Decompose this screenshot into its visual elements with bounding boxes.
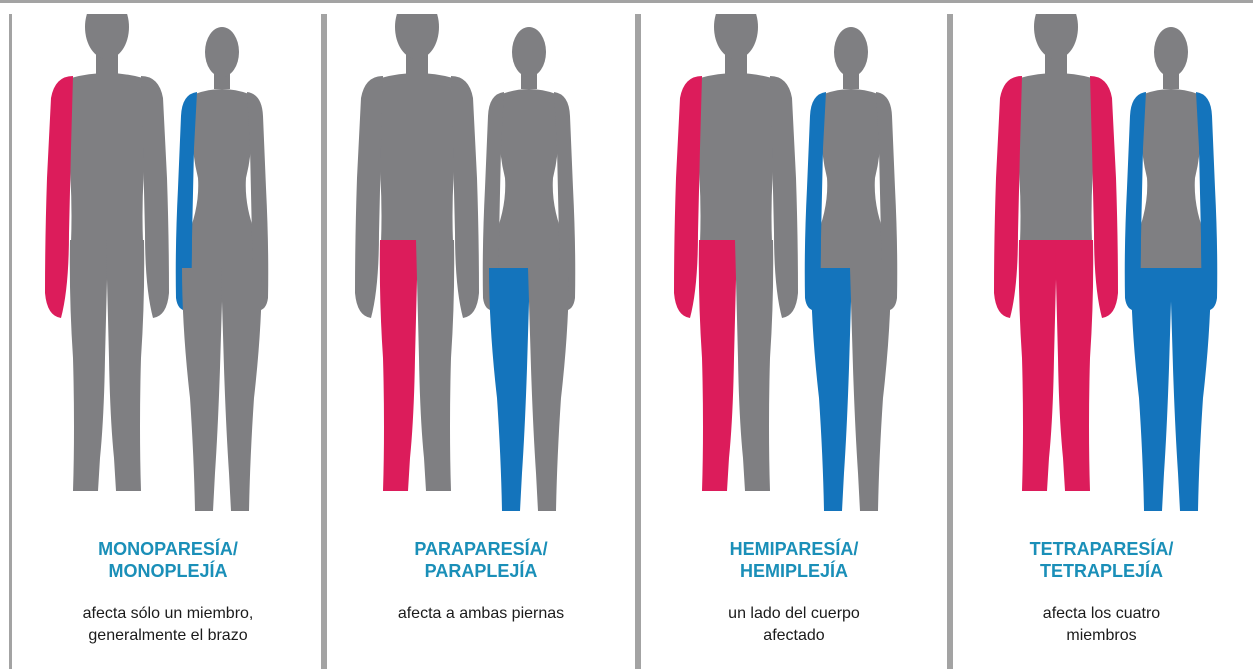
male-right-arm	[674, 76, 702, 318]
female-right-leg	[1131, 268, 1172, 511]
male-right-arm	[994, 76, 1022, 318]
panel-description: un lado del cuerpo afectado	[638, 603, 950, 647]
panel-title: MONOPARESÍA/ MONOPLEJÍA	[12, 538, 324, 582]
female-head	[512, 27, 546, 77]
male-left-arm	[141, 76, 169, 318]
title-line-1: PARAPARESÍA/	[324, 538, 638, 560]
female-left-leg	[528, 268, 569, 511]
panel-monoparesia: MONOPARESÍA/ MONOPLEJÍA afecta sólo un m…	[9, 14, 327, 669]
desc-line-1: afecta los cuatro	[950, 603, 1253, 625]
female-figure	[483, 27, 576, 511]
female-right-leg	[182, 268, 223, 511]
female-right-leg	[811, 268, 852, 511]
male-head	[1034, 14, 1078, 59]
male-right-leg	[1019, 240, 1057, 491]
male-head	[714, 14, 758, 59]
male-left-arm	[1090, 76, 1118, 318]
male-right-leg	[699, 240, 737, 491]
panel-title: TETRAPARESÍA/ TETRAPLEJÍA	[950, 538, 1253, 582]
title-line-2: TETRAPLEJÍA	[950, 560, 1253, 582]
title-line-1: TETRAPARESÍA/	[950, 538, 1253, 560]
female-head	[1154, 27, 1188, 77]
female-right-leg	[489, 268, 530, 511]
panel-tetraparesia: TETRAPARESÍA/ TETRAPLEJÍA afecta los cua…	[947, 14, 1253, 669]
title-line-2: MONOPLEJÍA	[12, 560, 324, 582]
panel-description: afecta a ambas piernas	[324, 603, 638, 625]
male-right-arm	[45, 76, 73, 318]
male-torso	[1016, 73, 1096, 243]
male-torso	[377, 73, 457, 243]
panel-title: HEMIPARESÍA/ HEMIPLEJÍA	[638, 538, 950, 582]
male-right-leg	[380, 240, 418, 491]
male-head	[85, 14, 129, 59]
male-head	[395, 14, 439, 59]
male-figure	[355, 14, 479, 491]
title-line-2: PARAPLEJÍA	[324, 560, 638, 582]
male-left-arm	[770, 76, 798, 318]
panel-title: PARAPARESÍA/ PARAPLEJÍA	[324, 538, 638, 582]
male-left-leg	[416, 240, 454, 491]
male-left-leg	[735, 240, 773, 491]
desc-line-2: miembros	[950, 625, 1253, 647]
male-left-leg	[1055, 240, 1093, 491]
panel-paraparesia: PARAPARESÍA/ PARAPLEJÍA afecta a ambas p…	[321, 14, 641, 669]
title-line-1: MONOPARESÍA/	[12, 538, 324, 560]
male-right-leg	[70, 240, 108, 491]
male-torso	[67, 73, 147, 243]
female-head	[834, 27, 868, 77]
desc-line-2: afectado	[638, 625, 950, 647]
desc-line-1: afecta a ambas piernas	[324, 603, 638, 625]
figures-paraparesia	[324, 14, 638, 524]
panel-description: afecta sólo un miembro, generalmente el …	[12, 603, 324, 647]
female-left-leg	[1170, 268, 1211, 511]
female-figure	[805, 27, 898, 511]
male-figure	[994, 14, 1118, 491]
female-figure	[176, 27, 269, 511]
male-figure	[674, 14, 798, 491]
figures-tetraparesia	[950, 14, 1253, 524]
desc-line-1: afecta sólo un miembro,	[12, 603, 324, 625]
panel-description: afecta los cuatro miembros	[950, 603, 1253, 647]
title-line-1: HEMIPARESÍA/	[638, 538, 950, 560]
male-torso	[696, 73, 776, 243]
figures-monoparesia	[12, 14, 324, 524]
figures-hemiparesia	[638, 14, 950, 524]
female-figure	[1125, 27, 1218, 511]
title-line-2: HEMIPLEJÍA	[638, 560, 950, 582]
desc-line-2: generalmente el brazo	[12, 625, 324, 647]
male-right-arm	[355, 76, 383, 318]
male-left-arm	[451, 76, 479, 318]
panel-hemiparesia: HEMIPARESÍA/ HEMIPLEJÍA un lado del cuer…	[635, 14, 953, 669]
male-figure	[45, 14, 169, 491]
desc-line-1: un lado del cuerpo	[638, 603, 950, 625]
male-left-leg	[106, 240, 144, 491]
female-head	[205, 27, 239, 77]
female-left-leg	[850, 268, 891, 511]
female-left-leg	[221, 268, 262, 511]
